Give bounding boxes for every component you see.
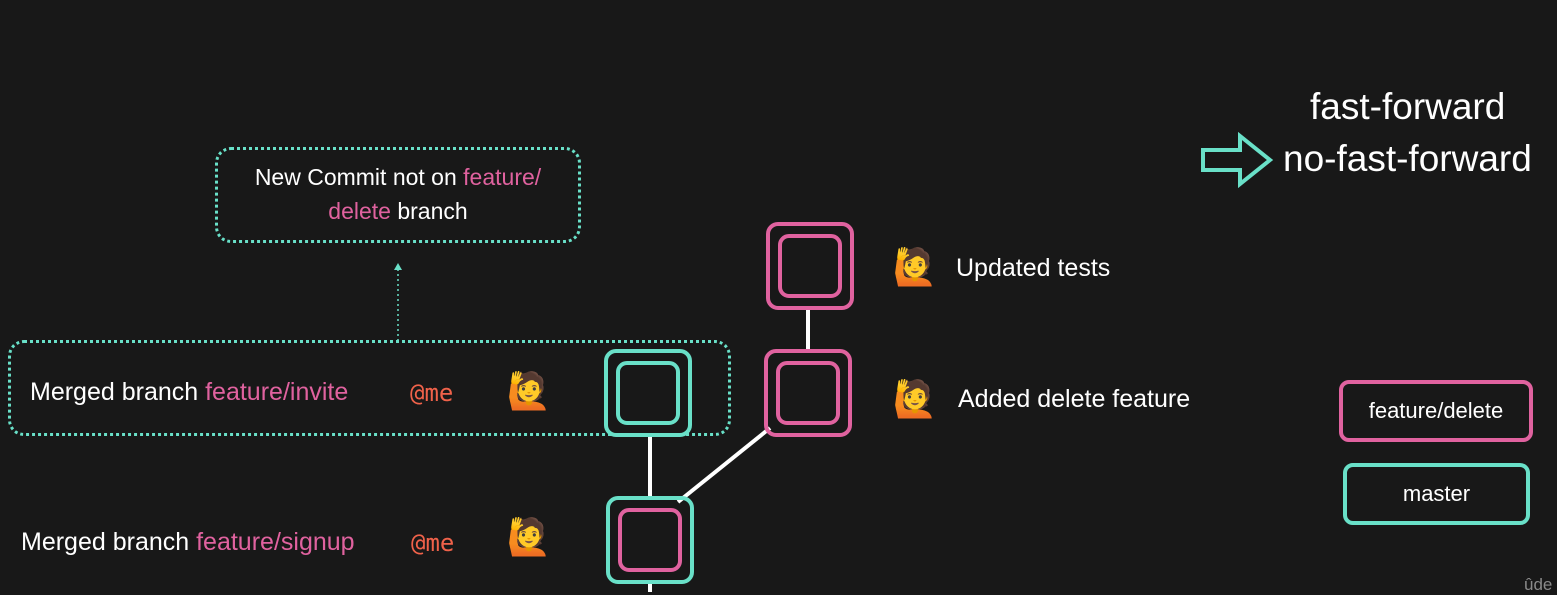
callout-highlight-delete: delete bbox=[328, 198, 391, 224]
header-no-fast-forward: no-fast-forward bbox=[1283, 138, 1532, 179]
watermark: ûde bbox=[1524, 575, 1553, 594]
raising-hand-person-icon: 🙋 bbox=[506, 517, 552, 558]
merged-signup-prefix: Merged branch bbox=[21, 528, 197, 556]
merged-invite-branch-name: feature/invite bbox=[205, 378, 349, 406]
legend-master: master bbox=[1343, 463, 1530, 525]
callout-text-before: New Commit not on bbox=[254, 164, 464, 190]
callout-text-after: branch bbox=[390, 198, 468, 224]
merged-signup-branch-name: feature/signup bbox=[196, 528, 355, 556]
header-fast-forward: fast-forward bbox=[1310, 86, 1506, 127]
commit-node-updated-tests bbox=[766, 222, 854, 310]
new-commit-callout-text: New Commit not on feature/ delete branch bbox=[215, 160, 581, 228]
merged-signup-author: @me bbox=[411, 529, 455, 557]
commit-message-merged-signup: Merged branch feature/signup bbox=[21, 528, 355, 557]
legend-feature-delete: feature/delete bbox=[1339, 380, 1533, 442]
merged-invite-callout bbox=[8, 340, 731, 436]
raising-hand-person-icon: 🙋 bbox=[892, 247, 938, 288]
merged-invite-prefix: Merged branch bbox=[30, 378, 206, 406]
commit-message-updated-tests: Updated tests bbox=[956, 254, 1111, 282]
callout-highlight-feature: feature/ bbox=[463, 164, 542, 190]
outline-right-arrow-icon bbox=[1201, 132, 1274, 188]
new-commit-callout bbox=[215, 147, 581, 243]
merged-invite-author: @me bbox=[410, 379, 454, 407]
commit-message-added-delete-feature: Added delete feature bbox=[958, 385, 1191, 413]
raising-hand-person-icon: 🙋 bbox=[892, 379, 938, 420]
commit-message-merged-invite: Merged branch feature/invite bbox=[30, 378, 348, 407]
raising-hand-person-icon: 🙋 bbox=[506, 371, 552, 412]
commit-node-merged-signup bbox=[606, 496, 694, 584]
callout-connector-arrowhead bbox=[394, 263, 402, 270]
commit-node-added-delete-feature bbox=[764, 349, 852, 437]
edge-added-to-signup bbox=[676, 426, 772, 504]
